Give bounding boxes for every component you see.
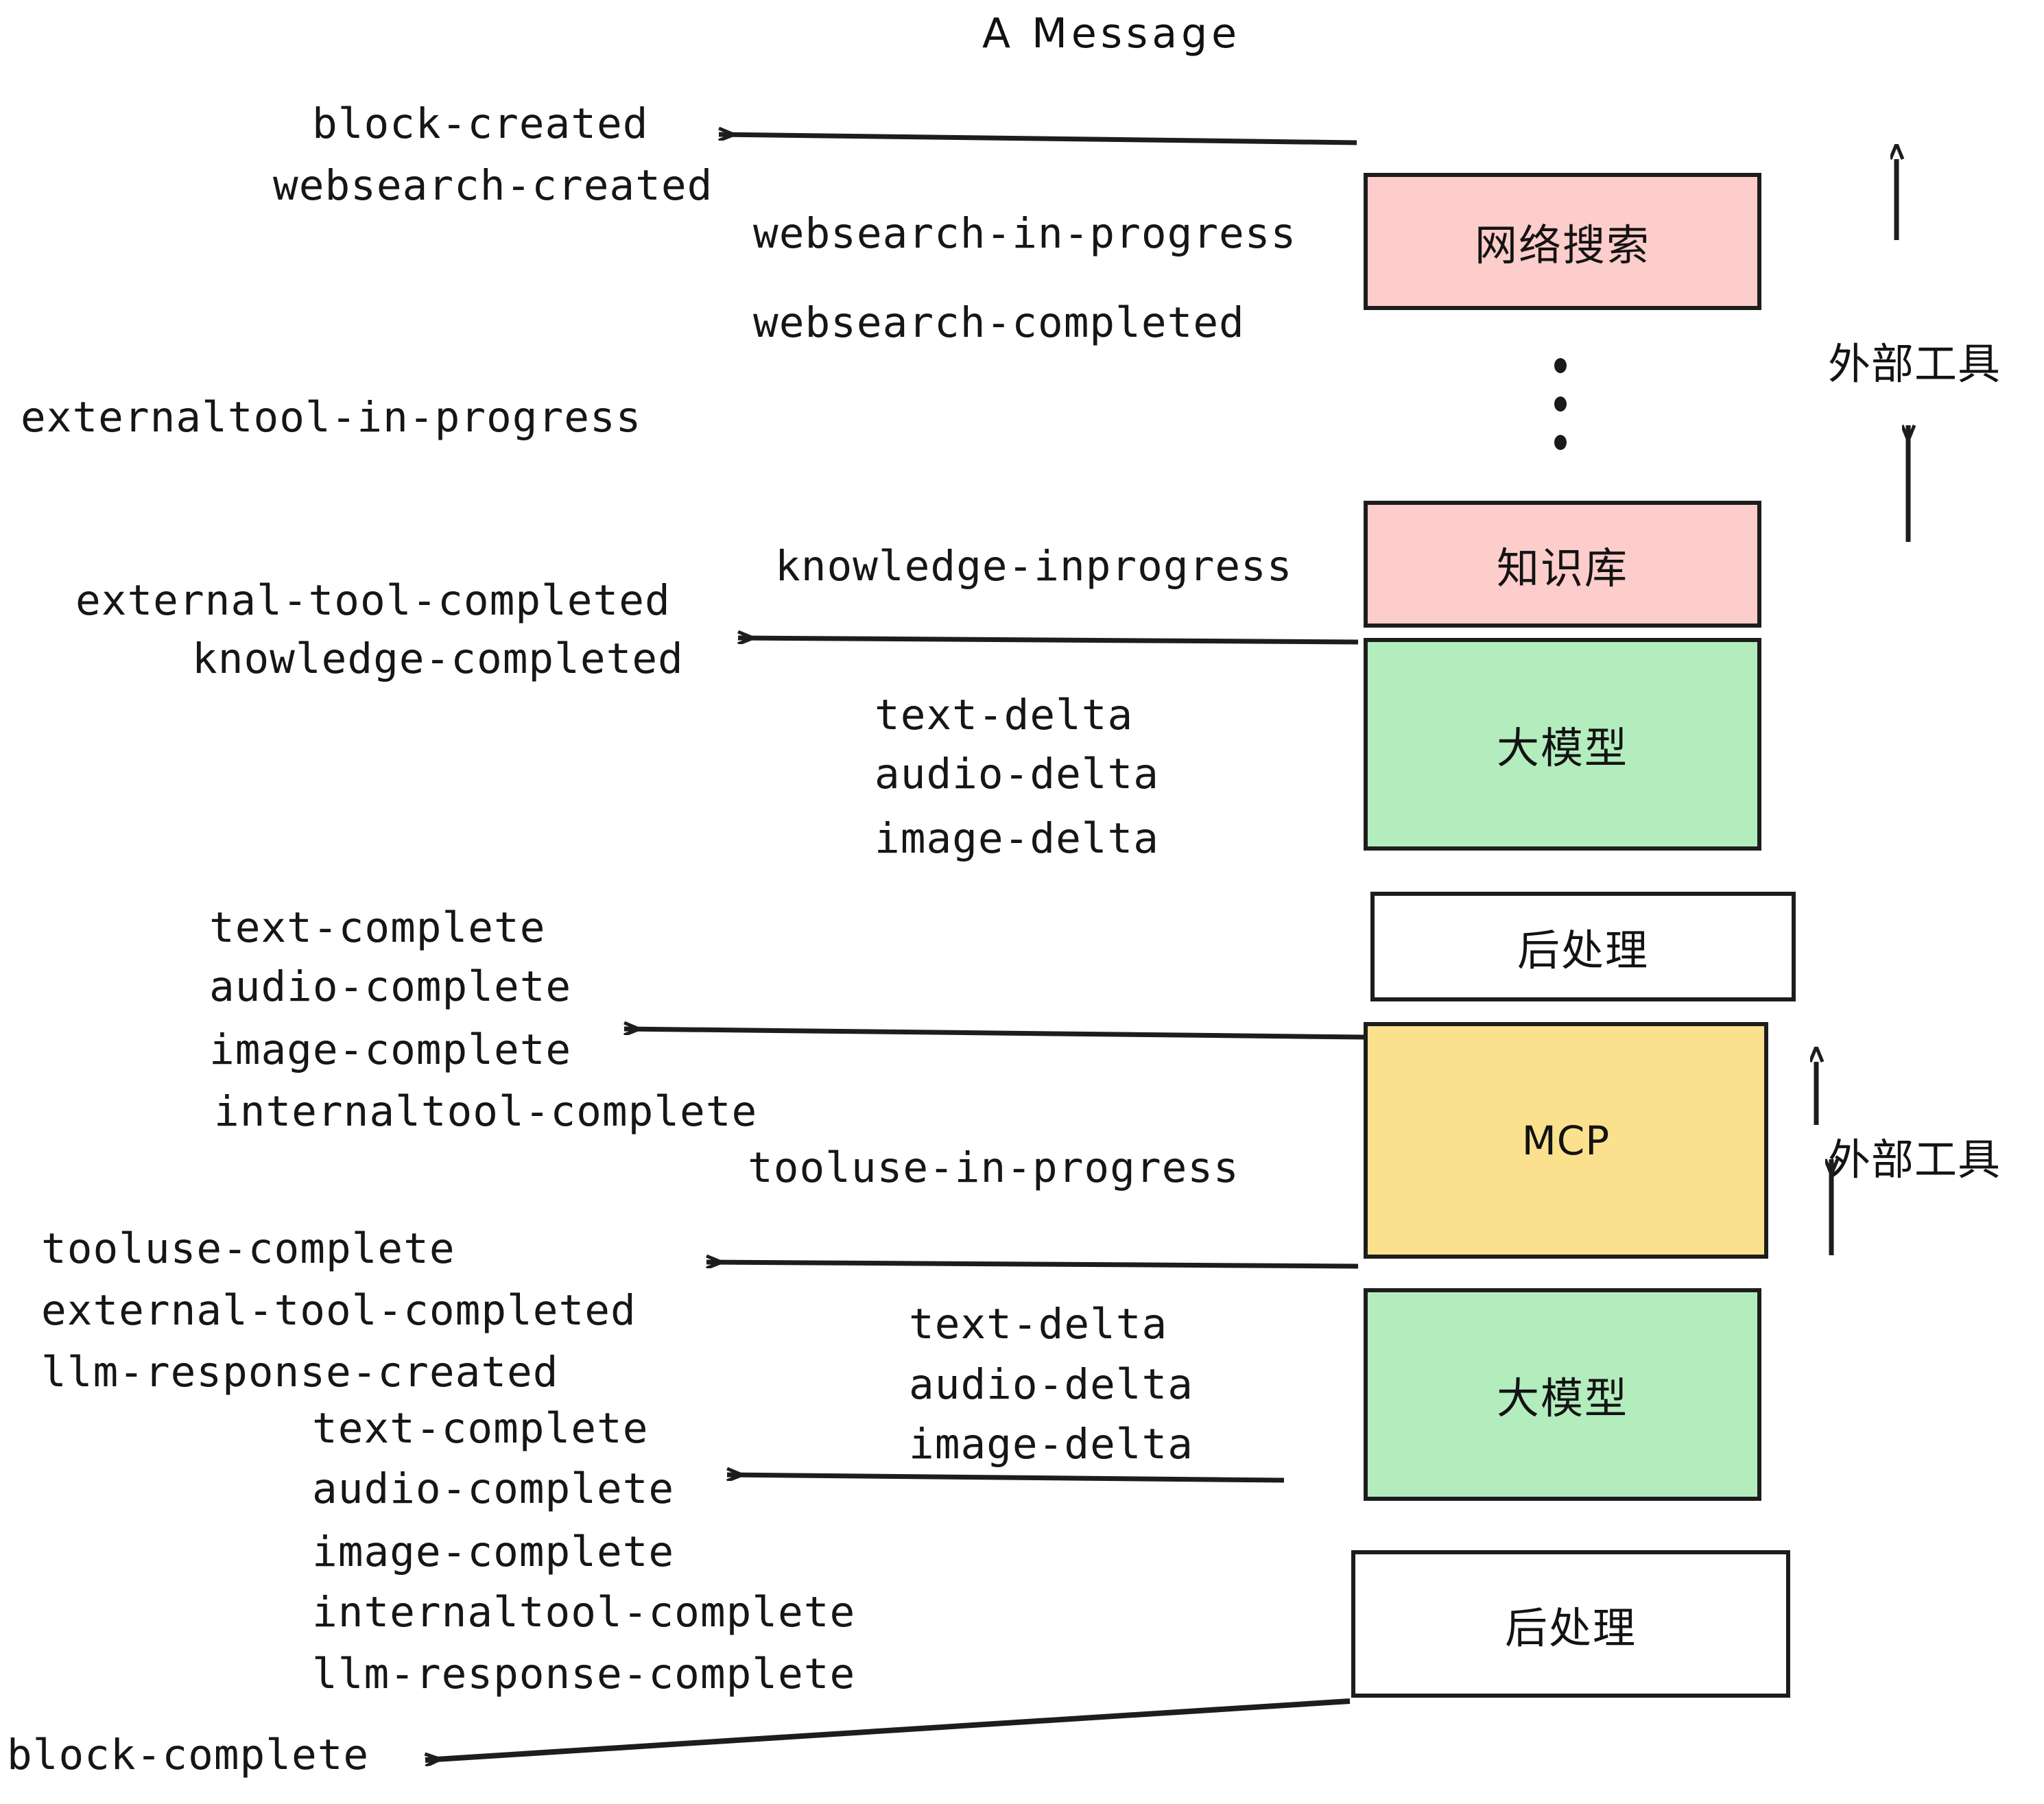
vertical-ellipsis-icon (1554, 346, 1567, 462)
box-mcp[interactable]: MCP (1364, 1022, 1768, 1259)
arrow-mcp-to-tooluse-complete (706, 1262, 1359, 1269)
event-label-llm-response-complete: llm-response-complete (312, 1650, 856, 1698)
event-label-image-delta-1: image-delta (875, 814, 1159, 863)
event-label-image-delta-2: image-delta (909, 1420, 1193, 1469)
arrow-postprocess-to-image-complete (624, 1029, 1364, 1040)
event-label-text-complete-2: text-complete (312, 1404, 649, 1453)
page-title: A Message (982, 10, 1241, 58)
arrow-websearch-to-block-created (719, 134, 1357, 145)
box-postprocess-1[interactable]: 后处理 (1370, 892, 1796, 1001)
event-label-audio-delta-2: audio-delta (909, 1360, 1193, 1409)
side-label-external-tools-bottom: 外部工具 (1828, 1135, 2001, 1185)
box-label-postprocess-2: 后处理 (1504, 1602, 1637, 1653)
event-label-knowledge-inprogress: knowledge-inprogress (775, 542, 1293, 591)
event-label-internaltool-complete-1: internaltool-complete (214, 1087, 758, 1136)
box-label-llm-1: 大模型 (1496, 723, 1628, 773)
event-label-external-tool-completed-1: external-tool-completed (75, 576, 671, 625)
event-label-block-created: block-created (312, 99, 649, 148)
event-label-externaltool-in-progress: externaltool-in-progress (21, 393, 642, 442)
event-label-tooluse-in-progress: tooluse-in-progress (748, 1143, 1239, 1192)
event-label-internaltool-complete-2: internaltool-complete (312, 1588, 856, 1637)
event-label-block-complete: block-complete (7, 1731, 370, 1779)
box-llm-1[interactable]: 大模型 (1364, 638, 1761, 851)
event-label-audio-complete-2: audio-complete (312, 1464, 675, 1513)
box-label-websearch: 网络搜索 (1474, 220, 1650, 270)
box-postprocess-2[interactable]: 后处理 (1351, 1550, 1790, 1698)
box-label-llm-2: 大模型 (1496, 1373, 1628, 1423)
box-websearch[interactable]: 网络搜索 (1364, 173, 1761, 310)
event-label-audio-delta-1: audio-delta (875, 750, 1159, 798)
box-label-knowledge: 知识库 (1496, 543, 1628, 593)
event-label-audio-complete-1: audio-complete (209, 962, 572, 1011)
arrow-llm-to-knowledge-completed (738, 638, 1359, 645)
event-label-websearch-created: websearch-created (273, 161, 713, 210)
event-label-text-delta-1: text-delta (875, 691, 1134, 739)
event-label-image-complete-2: image-complete (312, 1528, 675, 1576)
event-label-llm-response-created: llm-response-created (41, 1348, 559, 1397)
box-label-postprocess-1: 后处理 (1517, 925, 1649, 975)
event-label-text-delta-2: text-delta (909, 1300, 1168, 1349)
event-label-image-complete-1: image-complete (209, 1025, 572, 1074)
event-label-websearch-completed: websearch-completed (753, 298, 1245, 347)
event-label-knowledge-completed: knowledge-completed (192, 634, 684, 683)
arrow-llm2-to-audio-complete (727, 1475, 1285, 1483)
event-label-websearch-in-progress: websearch-in-progress (753, 209, 1297, 258)
arrow-postprocess2-to-block-complete (425, 1698, 1351, 1760)
event-label-tooluse-complete: tooluse-complete (41, 1224, 455, 1273)
box-llm-2[interactable]: 大模型 (1364, 1288, 1761, 1501)
event-label-external-tool-completed-2: external-tool-completed (41, 1286, 637, 1335)
side-label-external-tools-top: 外部工具 (1828, 339, 2001, 389)
box-knowledge[interactable]: 知识库 (1364, 501, 1761, 628)
event-label-text-complete-1: text-complete (209, 903, 546, 952)
box-label-mcp: MCP (1521, 1117, 1611, 1164)
